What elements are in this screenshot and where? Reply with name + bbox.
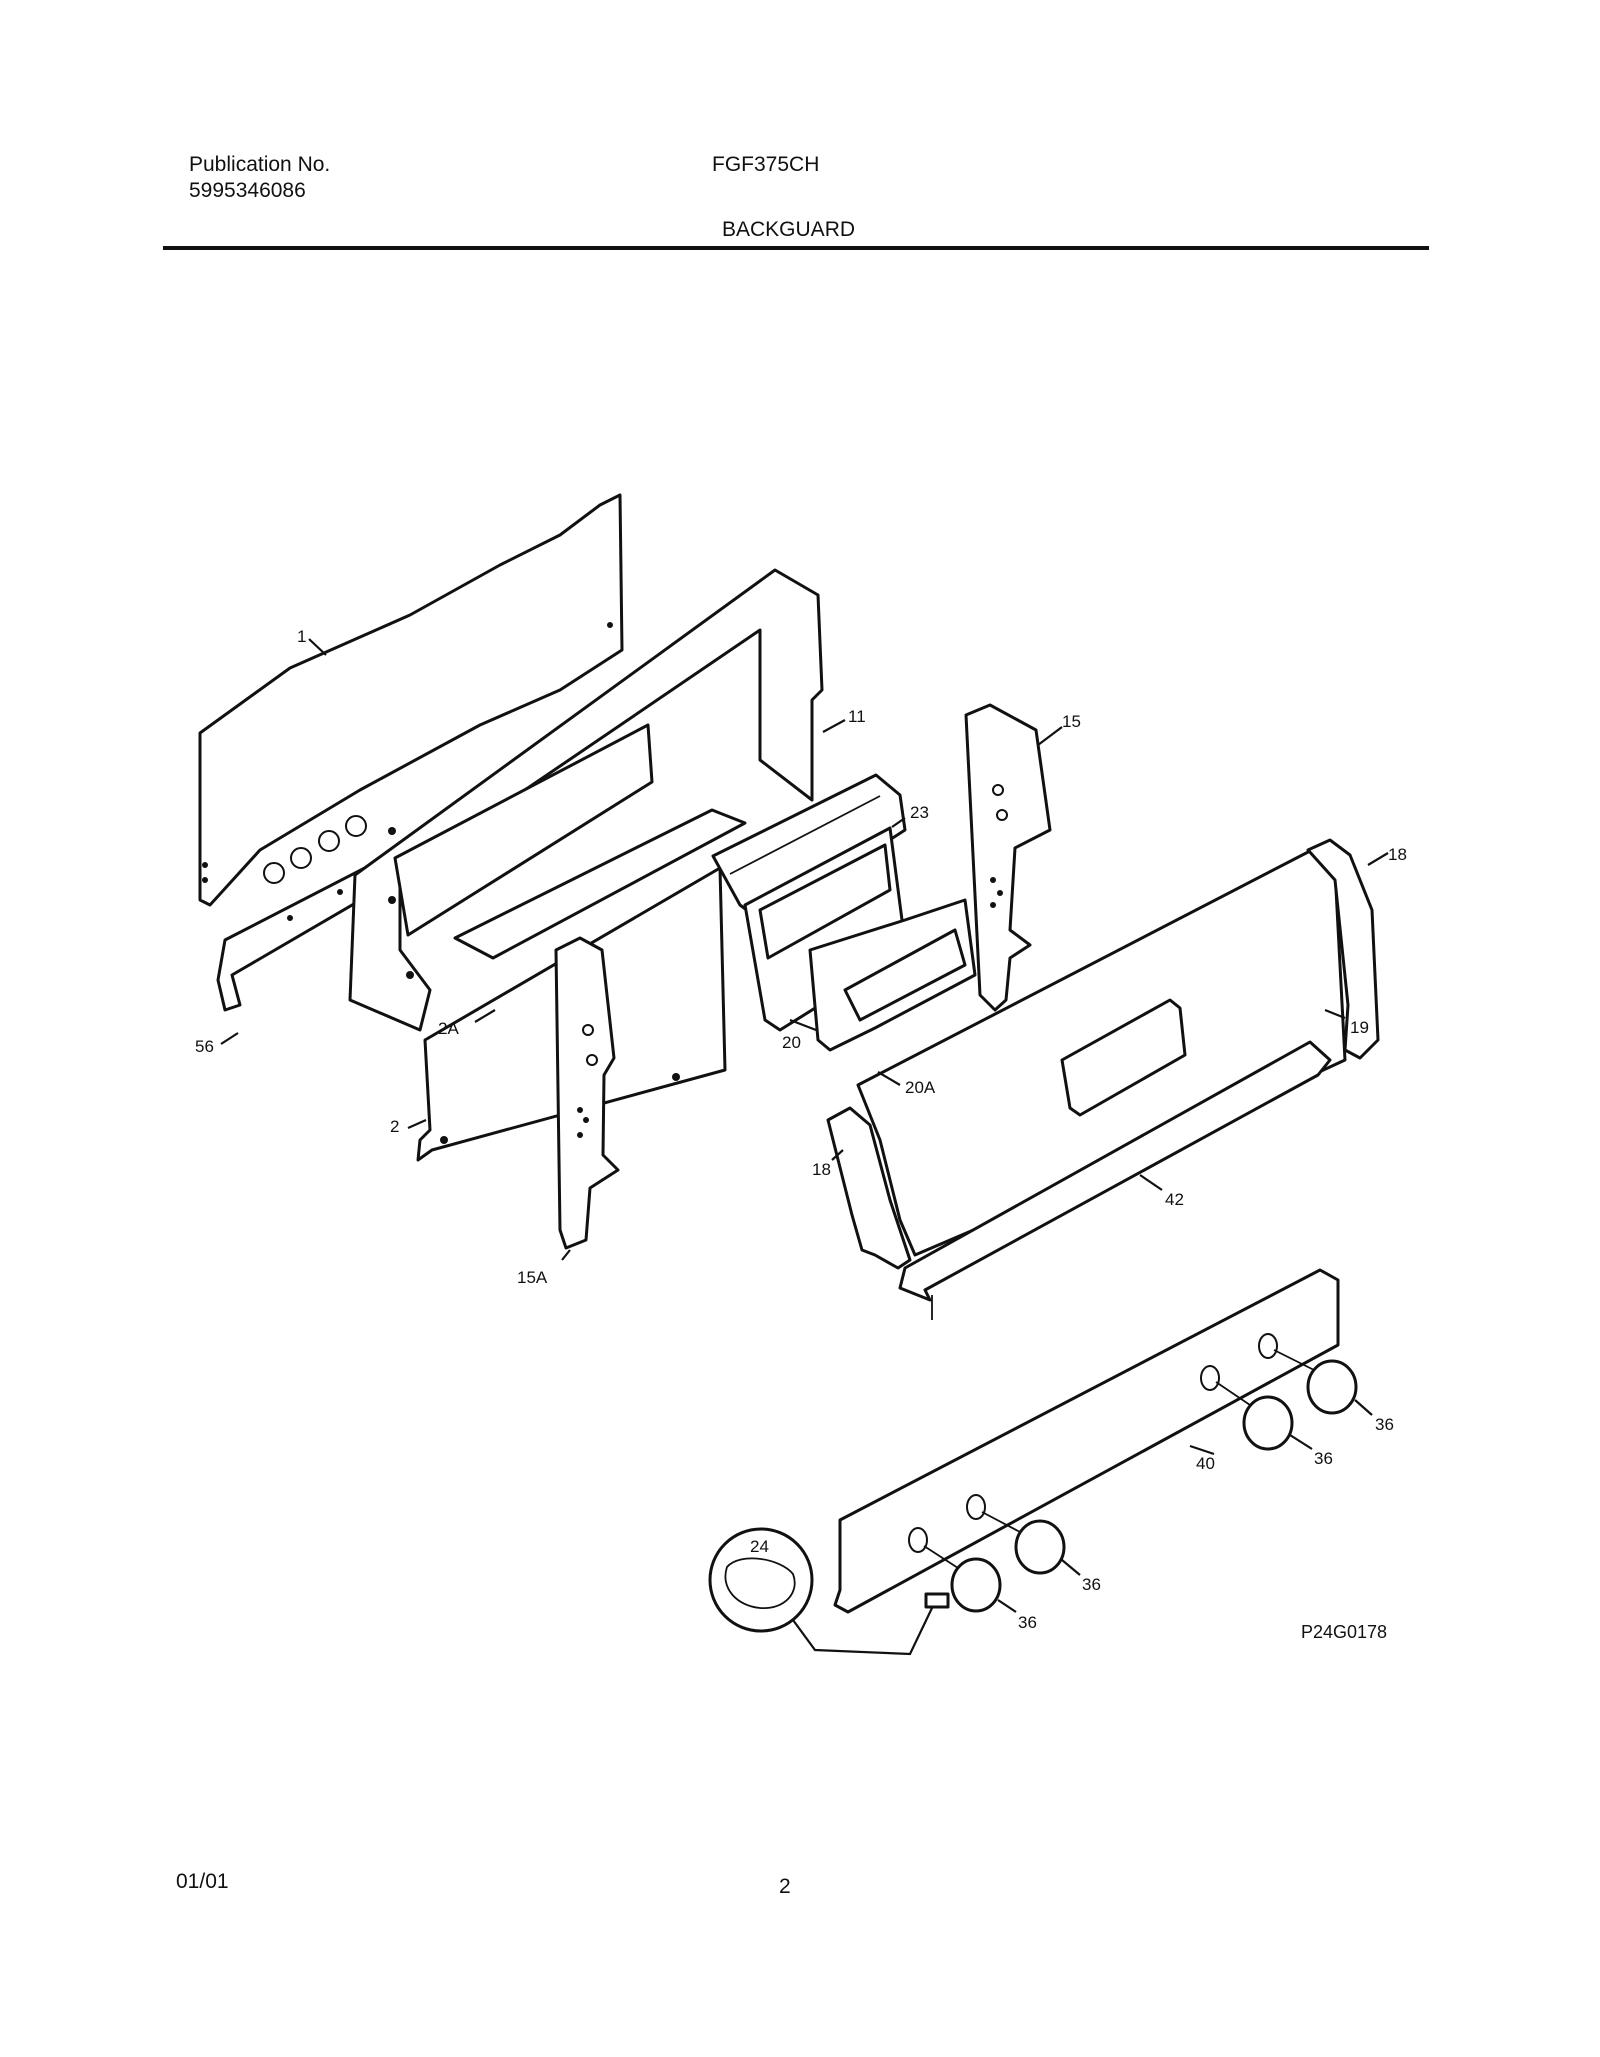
model-number: FGF375CH xyxy=(712,153,820,176)
callout-1: 1 xyxy=(297,627,306,646)
callout-36-a: 36 xyxy=(1375,1415,1394,1434)
callout-2: 2 xyxy=(390,1117,399,1136)
part-2a-shield xyxy=(453,808,747,960)
callout-40: 40 xyxy=(1196,1454,1215,1473)
callout-24: 24 xyxy=(750,1537,769,1556)
part-15-right-bracket xyxy=(964,703,1052,1012)
section-title: BACKGUARD xyxy=(722,218,856,241)
part-24-igniter-detail xyxy=(708,1527,950,1656)
part-11-backguard-frame xyxy=(348,568,824,1032)
callout-42: 42 xyxy=(1165,1190,1184,1209)
drawing-code: P24G0178 xyxy=(1301,1622,1388,1642)
callout-20: 20 xyxy=(782,1033,801,1052)
part-18-left-end-cap xyxy=(826,1106,912,1270)
publication-label: Publication No. xyxy=(189,153,331,176)
page-date: 01/01 xyxy=(176,1870,229,1893)
part-42-trim xyxy=(898,1040,1332,1320)
callout-18-left: 18 xyxy=(812,1160,831,1179)
part-18-right-end-cap xyxy=(1306,838,1380,1060)
part-40-manifold-panel xyxy=(833,1268,1358,1614)
callout-23: 23 xyxy=(910,803,929,822)
callout-15: 15 xyxy=(1062,712,1081,731)
callout-2a: 2A xyxy=(438,1019,459,1038)
part-20a-control-board xyxy=(808,898,977,1052)
callout-18-right: 18 xyxy=(1388,845,1407,864)
header-rule xyxy=(163,246,1429,250)
callout-11: 11 xyxy=(848,707,866,726)
callout-20a: 20A xyxy=(905,1078,936,1097)
publication-number: 5995346086 xyxy=(189,179,306,202)
page-number: 2 xyxy=(779,1875,791,1898)
callout-36-d: 36 xyxy=(1018,1613,1037,1632)
part-1-rear-panel xyxy=(198,493,624,907)
callout-15a: 15A xyxy=(517,1268,548,1287)
callout-labels: 1 2 2A 11 15 15A 18 18 19 20 20A 23 24 3… xyxy=(195,627,1407,1632)
callout-36-b: 36 xyxy=(1314,1449,1333,1468)
callout-56: 56 xyxy=(195,1037,214,1056)
leader-lines xyxy=(220,638,1389,1613)
callout-19: 19 xyxy=(1350,1018,1369,1037)
callout-36-c: 36 xyxy=(1082,1575,1101,1594)
part-15a-left-bracket xyxy=(554,936,620,1250)
